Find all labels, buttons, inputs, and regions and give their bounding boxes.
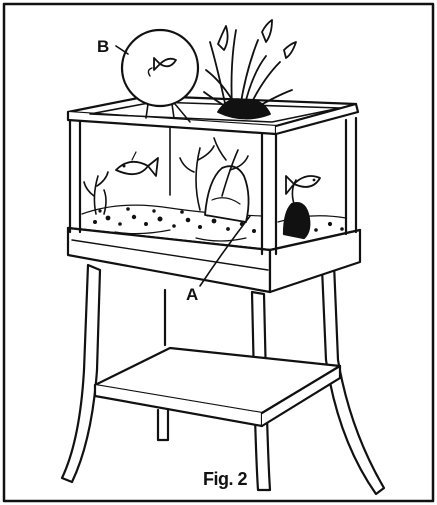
tank-post-front-left [70, 118, 80, 232]
label-a: A [186, 286, 198, 303]
fish-icon-right [286, 176, 320, 194]
rock [205, 166, 249, 222]
stand-leg-front-left [62, 265, 100, 482]
figure-caption: Fig. 2 [203, 470, 247, 488]
aquarium-tank [68, 96, 360, 292]
stand [62, 264, 384, 494]
tank-base-side [270, 230, 360, 292]
bowl-outline [122, 30, 198, 106]
tank-post-front-right [262, 130, 276, 254]
label-b: B [97, 38, 109, 55]
fish-icon [116, 152, 158, 176]
tank-post-back-right [346, 118, 356, 234]
